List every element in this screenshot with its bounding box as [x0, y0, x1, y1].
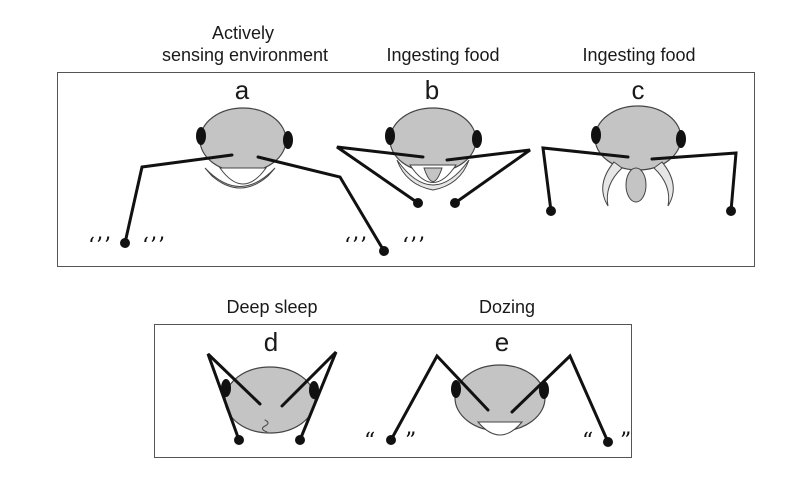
label-a: a: [234, 75, 250, 105]
antenna-tip-right-e: [603, 437, 613, 447]
ant-d: [206, 350, 338, 445]
mandibles-b: [396, 159, 470, 191]
motion-mark-e-right-2: ”: [620, 429, 633, 454]
mouth-e: [476, 421, 524, 436]
ant-b: [336, 107, 531, 208]
caption-a-line1: Actively: [211, 23, 274, 43]
label-d: d: [263, 327, 279, 357]
label-e: e: [494, 327, 510, 357]
eye-right-d: [309, 381, 319, 399]
head-e: [454, 364, 546, 432]
antenna-tip-right-d: [295, 435, 305, 445]
label-c: c: [631, 75, 645, 105]
antenna-right-d: [280, 350, 338, 442]
head-c: [594, 105, 682, 171]
eye-left-e: [451, 380, 461, 398]
motion-mark-a-left-2: ‘’’: [142, 234, 166, 259]
antenna-tip-right-b: [450, 198, 460, 208]
mandible-right-c: [653, 161, 674, 207]
antenna-left-b: [336, 145, 425, 205]
eye-right-b: [472, 130, 482, 148]
mouth-a: [219, 167, 267, 185]
antenna-tip-right-c: [726, 206, 736, 216]
antenna-right-e: [510, 353, 610, 444]
motion-mark-e-left-2: ”: [405, 429, 418, 454]
antenna-tip-right-a: [379, 246, 389, 256]
motion-mark-a-right-2: ‘’’: [402, 234, 426, 259]
motion-mark-a-left-1: ‘’’: [88, 234, 112, 259]
caption-d: Deep sleep: [226, 297, 318, 317]
eye-right-c: [676, 130, 686, 148]
caption-b: Ingesting food: [386, 45, 500, 65]
eye-left-b: [385, 127, 395, 145]
antenna-tip-left-a: [120, 238, 130, 248]
tongue-b: [423, 167, 443, 182]
head-b: [389, 107, 477, 173]
caption-e: Dozing: [478, 297, 536, 317]
panel-frame-bottom: [154, 324, 632, 458]
closed-mouth-d: [261, 419, 269, 433]
eye-left-c: [591, 126, 601, 144]
antenna-tip-left-c: [546, 206, 556, 216]
mandibles-a: [204, 167, 276, 189]
head-a: [199, 107, 287, 173]
mandible-left-c: [602, 161, 623, 207]
caption-a-line2: sensing environment: [161, 45, 329, 65]
motion-mark-a-right-1: ‘’’: [344, 234, 368, 259]
motion-mark-e-right-1: “: [582, 429, 595, 454]
antenna-left-e: [389, 353, 490, 442]
antenna-right-c: [650, 151, 738, 213]
eye-left-a: [196, 127, 206, 145]
ant-e: [386, 353, 613, 447]
caption-c: Ingesting food: [582, 45, 696, 65]
antenna-tip-left-b: [413, 198, 423, 208]
eye-left-d: [221, 379, 231, 397]
antenna-left-a: [123, 153, 234, 245]
antenna-tip-left-d: [234, 435, 244, 445]
antenna-left-d: [206, 352, 262, 442]
ant-c: [541, 105, 738, 216]
antenna-right-b: [445, 148, 531, 205]
panel-frame-top: [57, 72, 755, 267]
antenna-left-c: [541, 146, 630, 213]
tongue-c: [625, 167, 647, 203]
label-b: b: [424, 75, 440, 105]
motion-mark-e-left-1: “: [364, 429, 377, 454]
antenna-right-a: [256, 155, 386, 253]
head-d: [224, 366, 316, 434]
ant-a: [120, 107, 389, 256]
antenna-tip-left-e: [386, 435, 396, 445]
eye-right-a: [283, 131, 293, 149]
